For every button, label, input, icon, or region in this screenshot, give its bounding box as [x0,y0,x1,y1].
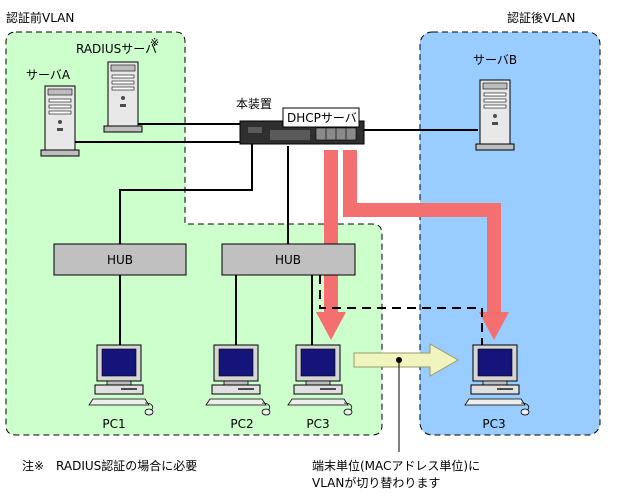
hub-left-label: HUB [107,253,133,267]
radius-server-label: RADIUSサーバ [76,42,157,56]
flow-arrowhead-pc3-pre [316,312,346,340]
pre-auth-vlan-zone [5,31,383,436]
radius-note-mark: ※ [150,36,159,49]
flow-arrows [316,150,509,340]
radius-server [103,61,143,133]
dhcp-server-label: DHCPサーバ [287,111,357,125]
cable-pc3-moved-dashed [319,275,483,346]
flow-arrow-pc3-post [343,150,501,312]
dhcp-server-box [282,107,360,128]
pc3-label: PC3 [306,417,329,431]
main-device-label: 本装置 [236,97,272,111]
pre-auth-vlan-label: 認証前VLAN [6,10,74,25]
server-b [475,79,515,151]
callout-text-line1: 端末単位(MACアドレス単位)に [312,458,480,473]
vlan-switch-arrow [353,343,460,377]
cables [74,123,478,346]
flow-arrowhead-pc3-post [479,312,509,340]
hub-right-label: HUB [275,253,301,267]
pc2-label: PC2 [230,417,253,431]
footnote: 注※ RADIUS認証の場合に必要 [22,458,197,473]
pc3-moved-label: PC3 [482,417,505,431]
callout-text-line2: VLANが切り替わります [312,475,440,490]
hub-left [53,243,187,276]
post-auth-vlan-label: 認証後VLAN [507,10,575,25]
server-a-label: サーバA [26,68,71,82]
cable-switch-hub-left [119,144,253,245]
server-b-label: サーバB [473,53,517,67]
pc1-label: PC1 [102,417,125,431]
post-auth-vlan-zone [419,31,601,436]
server-a [40,85,80,157]
hub-right [221,243,356,276]
